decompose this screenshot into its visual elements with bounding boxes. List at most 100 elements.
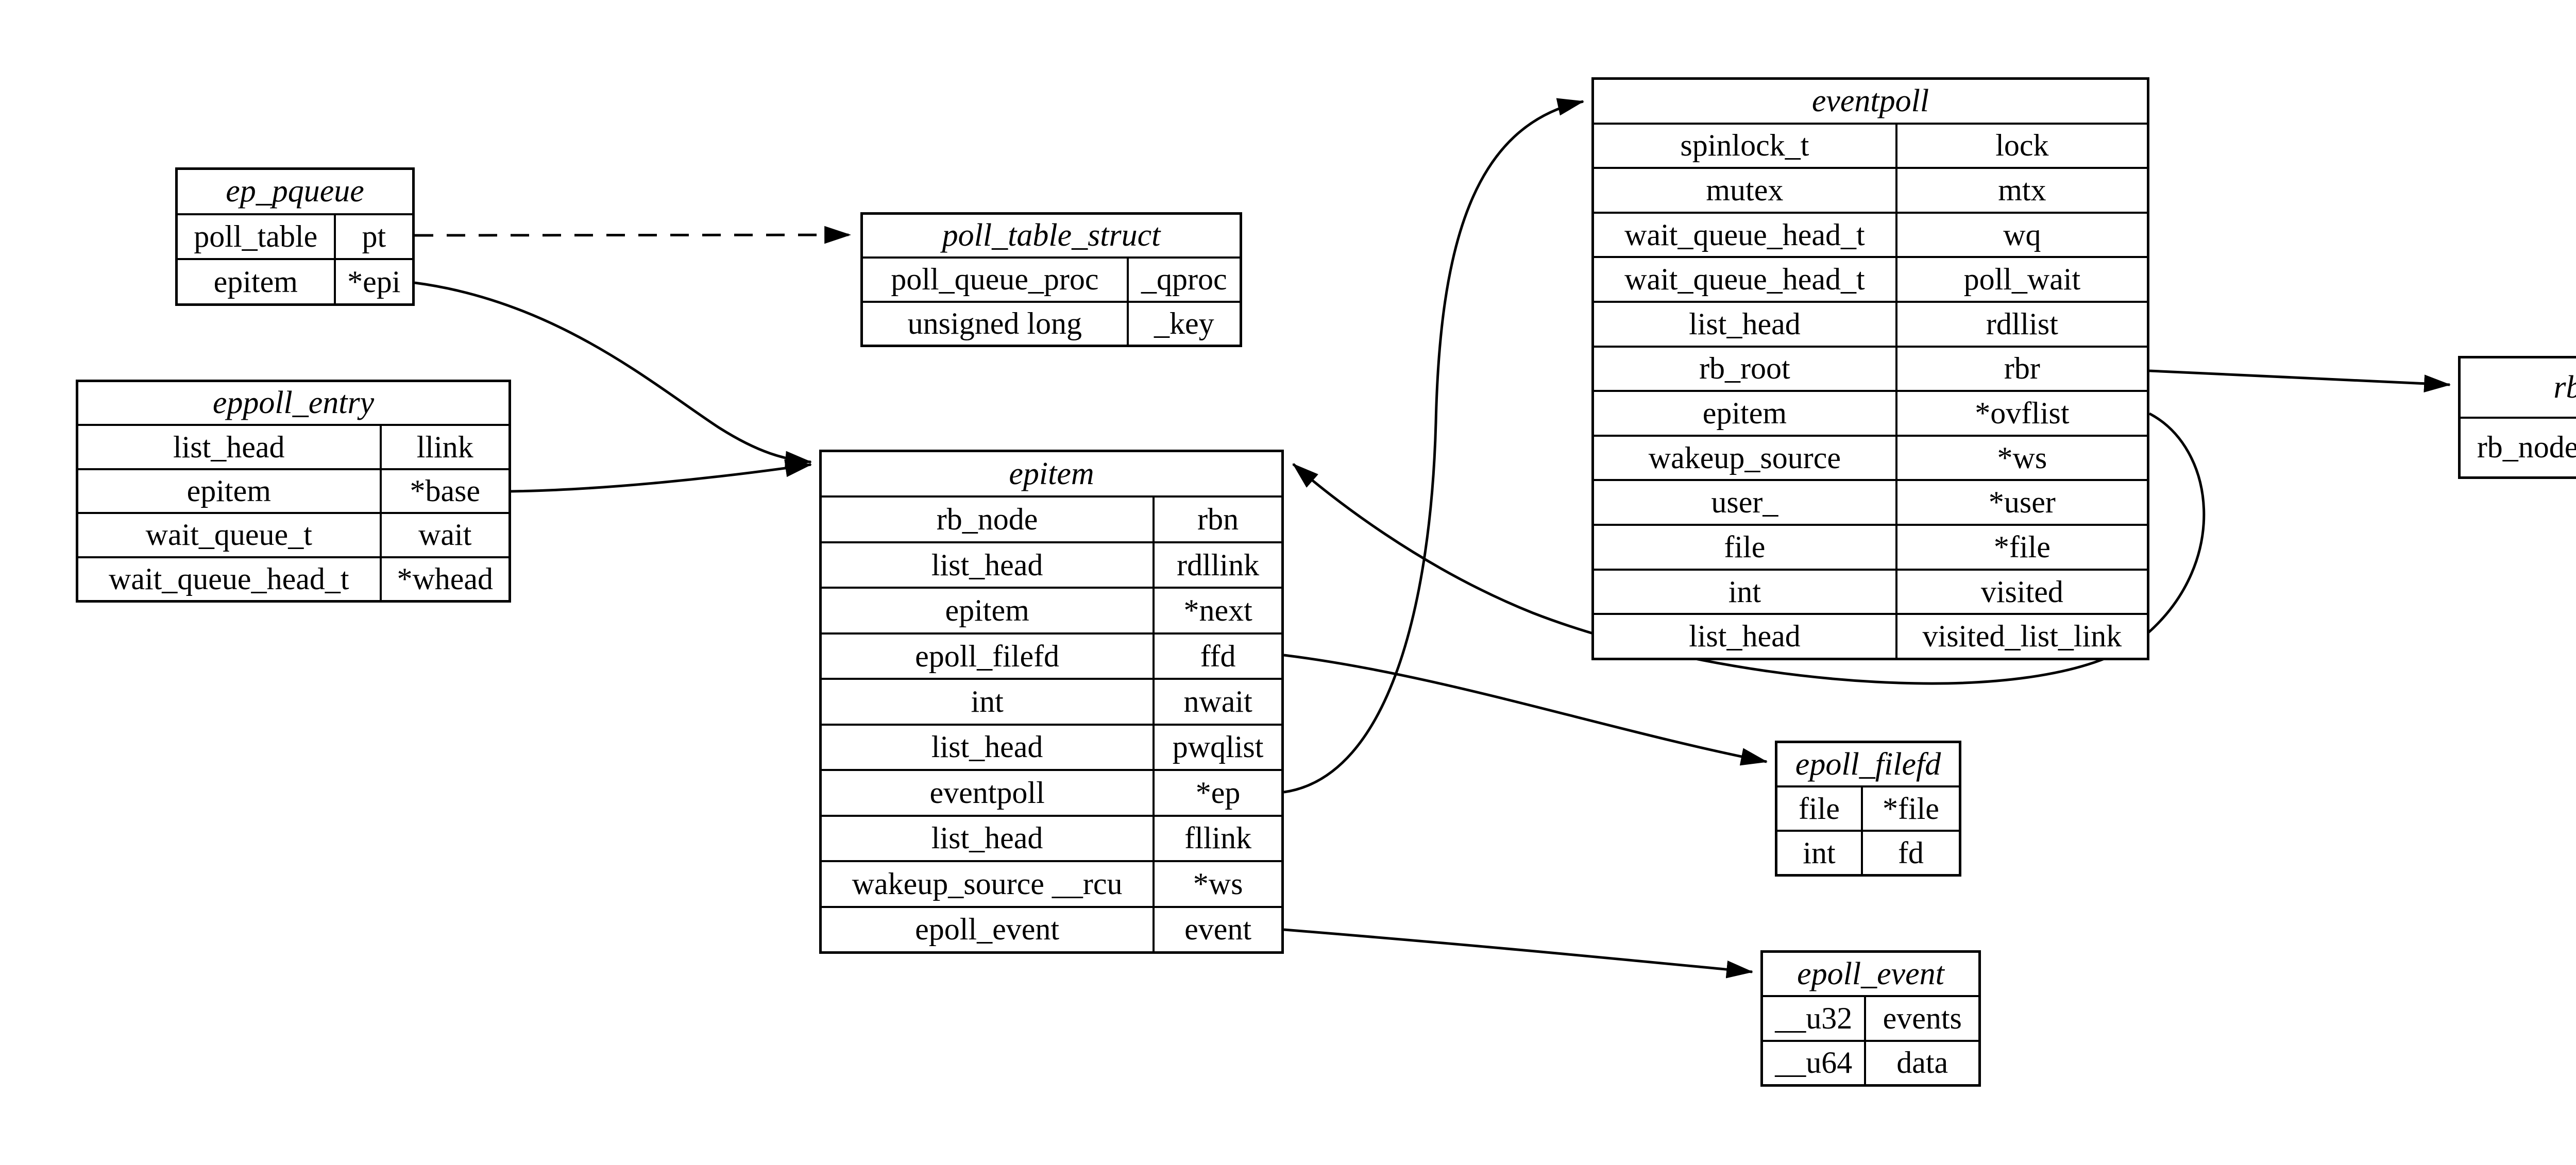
field-name: rdllist [1895, 303, 2147, 346]
struct-row-epoll_event-events: __u32 events [1763, 995, 1978, 1040]
field-type: rb_node [2477, 430, 2576, 465]
field-name: events [1864, 997, 1978, 1040]
field-type: int [971, 684, 1004, 718]
field-name: rdllink [1153, 543, 1281, 587]
field-name: rbr [1895, 347, 2147, 390]
struct-row-eppoll_entry-*whead: wait_queue_head_t *whead [78, 556, 509, 601]
field-type: epitem [945, 593, 1029, 628]
struct-row-eventpoll-*file: file *file [1594, 524, 2147, 569]
struct-row-epitem-rdllink: list_head rdllink [822, 541, 1281, 587]
field-name: pt [333, 215, 412, 259]
field-type: poll_queue_proc [891, 262, 1099, 297]
field-type: wakeup_source [1648, 440, 1841, 475]
struct-row-epitem-*ep: eventpoll*ep [822, 769, 1281, 815]
field-type: int [1803, 835, 1836, 870]
field-type: list_head [1689, 306, 1801, 341]
struct-row-eventpoll-wq: wait_queue_head_t wq [1594, 211, 2147, 256]
field-type: poll_table [194, 219, 318, 253]
struct-title-epoll_event: epoll_event [1797, 956, 1944, 991]
field-name: *base [379, 470, 509, 512]
edge-eppoll_entry-base-to-epitem [511, 459, 812, 493]
field-type: rb_root [1699, 351, 1790, 386]
field-name: *user [1895, 481, 2147, 524]
field-type: user_ [1711, 485, 1778, 520]
field-name: *ovflist [1895, 392, 2147, 435]
field-type: epitem [213, 264, 298, 299]
edge-ep_pqueue-epi-to-epitem [414, 281, 812, 469]
field-name: wait [379, 514, 509, 556]
field-name: *file [1895, 526, 2147, 569]
field-type: wait_queue_head_t [1624, 217, 1865, 252]
field-name: mtx [1895, 169, 2147, 212]
field-type: epitem [1702, 396, 1787, 431]
field-name: nwait [1153, 680, 1281, 724]
field-type: epoll_filefd [915, 639, 1060, 673]
field-type: file [1724, 529, 1766, 564]
struct-row-eventpoll-*user: user_ *user [1594, 479, 2147, 524]
field-name: event [1153, 907, 1281, 951]
field-name: fllink [1153, 816, 1281, 861]
struct-title-eventpoll: eventpoll [1811, 83, 1929, 118]
struct-row-epitem-*next: epitem *next [822, 587, 1281, 632]
struct-row-poll_table_struct-_qproc: poll_queue_proc _qproc [863, 256, 1240, 301]
field-type: rb_node [936, 502, 1038, 537]
struct-row-eventpoll-rbr: rb_root rbr [1594, 345, 2147, 390]
field-name: *ws [1153, 862, 1281, 906]
field-type: list_head [173, 430, 285, 464]
struct-row-epitem-pwqlist: list_head pwqlist [822, 723, 1281, 769]
field-type: eventpoll [929, 775, 1045, 810]
field-name: lock [1895, 124, 2147, 167]
struct-row-rb_root-*rb_node: rb_node*rb_node [2461, 416, 2576, 477]
struct-title-eppoll_entry: eppoll_entry [212, 385, 375, 421]
struct-row-epitem-fllink: list_head fllink [822, 814, 1281, 861]
field-name: *next [1153, 589, 1281, 632]
struct-row-epoll_filefd-*file: file *file [1777, 785, 1959, 830]
struct-row-ep_pqueue-pt: poll_table pt [178, 213, 412, 259]
struct-title-rb_root: rb_root [2553, 369, 2576, 405]
field-type: list_head [1689, 619, 1801, 654]
field-type: file [1798, 791, 1840, 826]
struct-row-eventpoll-*ovflist: epitem *ovflist [1594, 390, 2147, 435]
struct-row-epitem-*ws: wakeup_source __rcu*ws [822, 860, 1281, 906]
struct-row-eventpoll-rdllist: list_head rdllist [1594, 301, 2147, 346]
field-type: list_head [931, 730, 1043, 764]
field-type: unsigned long [907, 306, 1082, 340]
struct-row-eventpoll-poll_wait: wait_queue_head_t poll_wait [1594, 256, 2147, 301]
struct-title-poll_table_struct: poll_table_struct [942, 218, 1161, 253]
field-name: *file [1860, 787, 1959, 830]
edge-epitem-event-to-epoll_event [1283, 928, 1754, 979]
edge-epitem-ffd-to-epoll_filefd [1283, 654, 1768, 766]
field-name: wq [1895, 213, 2147, 256]
field-type: wait_queue_head_t [109, 561, 349, 596]
struct-row-eppoll_entry-*base: epitem*base [78, 468, 509, 512]
field-type: list_head [931, 821, 1043, 855]
struct-title-ep_pqueue: ep_pqueue [226, 174, 364, 209]
field-type: wait_queue_head_t [1624, 262, 1865, 297]
field-name: pwqlist [1153, 725, 1281, 769]
struct-title-epoll_filefd: epoll_filefd [1795, 746, 1941, 782]
field-type: __u32 [1775, 1001, 1853, 1035]
struct-title-epitem: epitem [1009, 456, 1094, 491]
edge-epitem-ep-to-eventpoll [1283, 98, 1585, 794]
struct-row-poll_table_struct-_key: unsigned long _key [863, 300, 1240, 345]
field-name: poll_wait [1895, 258, 2147, 301]
field-name: _key [1126, 302, 1240, 345]
field-name: *ws [1895, 436, 2147, 479]
field-type: list_head [931, 547, 1043, 582]
field-name: *whead [379, 558, 509, 601]
field-type: int [1728, 574, 1761, 609]
field-name: _qproc [1126, 259, 1240, 301]
